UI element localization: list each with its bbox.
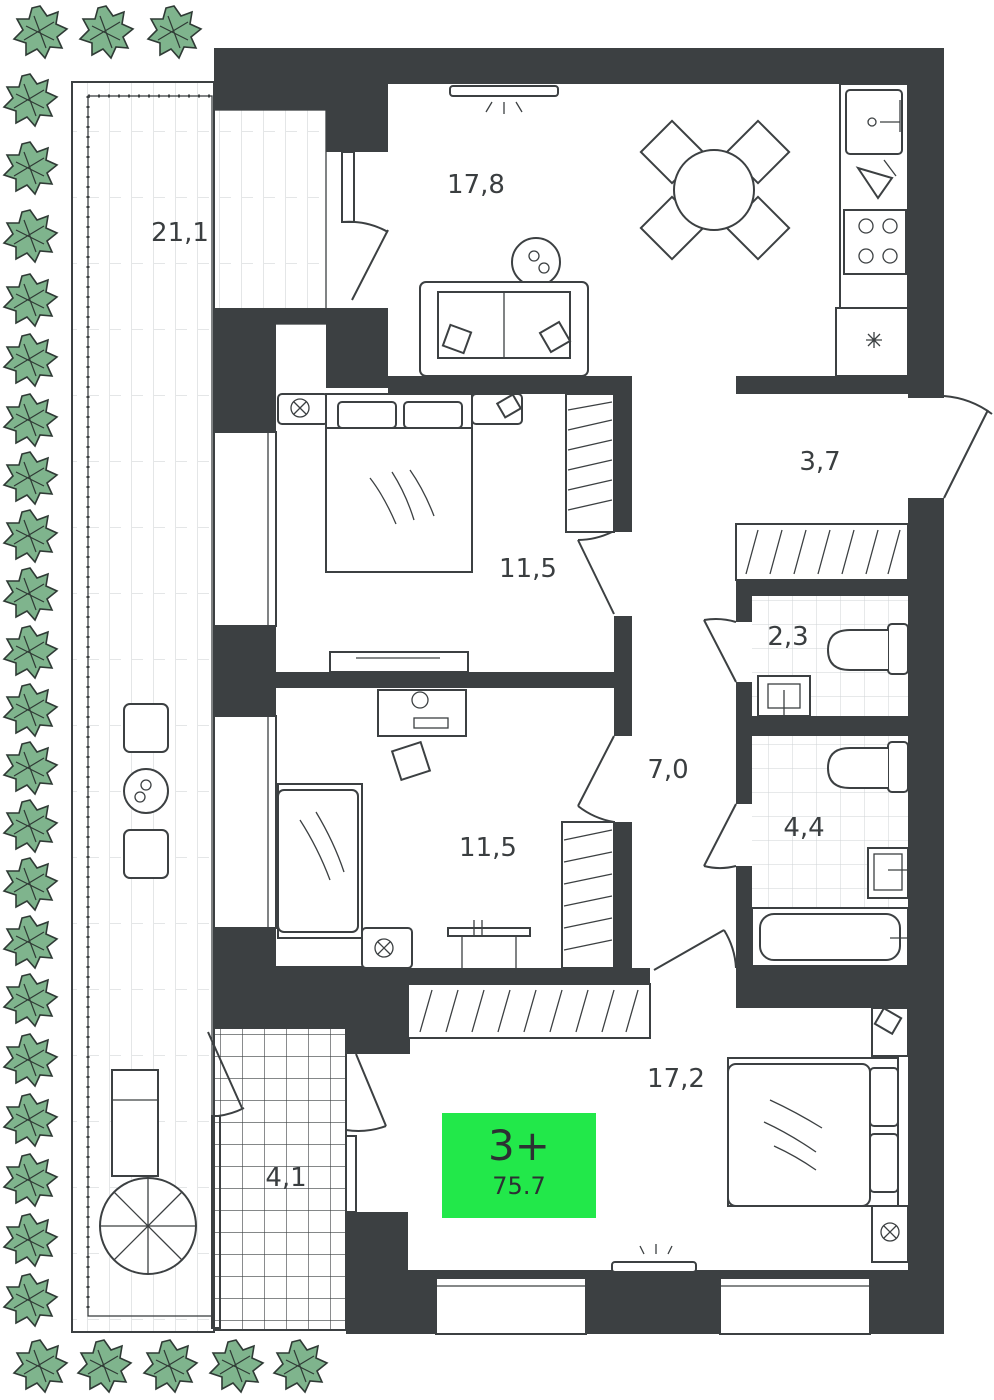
sink-icon bbox=[845, 89, 903, 155]
wardrobe-icon bbox=[735, 523, 909, 581]
tree-icon bbox=[3, 1093, 58, 1147]
tree-icon bbox=[13, 1339, 68, 1393]
tree-icon bbox=[3, 333, 58, 387]
toilet-icon bbox=[826, 623, 909, 675]
tree-icon bbox=[3, 1273, 58, 1327]
apartment-badge: 3+ 75.7 bbox=[442, 1113, 596, 1218]
tree-icon bbox=[3, 1153, 58, 1207]
round-table-icon bbox=[123, 768, 169, 814]
area-label-wc: 2,3 bbox=[767, 622, 808, 652]
chair-icon bbox=[390, 740, 432, 782]
tree-icon bbox=[209, 1339, 264, 1393]
windows bbox=[213, 151, 871, 1335]
nightstand-icon bbox=[361, 927, 413, 969]
lounger-icon bbox=[111, 1069, 159, 1177]
tv-icon bbox=[329, 651, 469, 673]
tree-icon bbox=[3, 915, 58, 969]
wardrobe-icon bbox=[407, 983, 651, 1039]
tree-icon bbox=[3, 973, 58, 1027]
bathtub-icon bbox=[751, 907, 909, 967]
tree-icon bbox=[3, 393, 58, 447]
nightstand-icon bbox=[871, 1205, 909, 1263]
area-label-bedroom-2: 11,5 bbox=[459, 833, 517, 863]
walls bbox=[214, 48, 944, 1334]
tree-icon bbox=[3, 273, 58, 327]
chair-icon bbox=[123, 703, 169, 753]
area-label-corridor: 7,0 bbox=[647, 755, 688, 785]
tree-icon bbox=[3, 1033, 58, 1087]
nightstand-icon bbox=[277, 393, 329, 425]
tree-icon bbox=[3, 73, 58, 127]
area-label-master-bedroom: 17,2 bbox=[647, 1064, 705, 1094]
sofa-icon bbox=[419, 281, 589, 377]
toilet-icon bbox=[826, 741, 909, 793]
bed-icon bbox=[727, 1057, 899, 1207]
area-label-hallway: 3,7 bbox=[799, 447, 840, 477]
ac-unit-icon bbox=[449, 85, 559, 97]
tree-icon bbox=[3, 1213, 58, 1267]
dining-table-icon bbox=[639, 119, 791, 261]
tree-icon bbox=[3, 683, 58, 737]
bathroom-furniture bbox=[751, 741, 909, 967]
tree-icon bbox=[79, 5, 134, 59]
tree-icon bbox=[3, 625, 58, 679]
tree-icon bbox=[3, 209, 58, 263]
badge-total-area: 75.7 bbox=[492, 1172, 545, 1200]
kitchen-furniture bbox=[419, 83, 909, 377]
wardrobe-icon bbox=[561, 821, 615, 969]
doors bbox=[207, 220, 993, 1132]
bed-icon bbox=[325, 393, 473, 573]
tree-icon bbox=[3, 799, 58, 853]
desk-icon bbox=[377, 689, 467, 737]
chair-icon bbox=[123, 829, 169, 879]
bed-icon bbox=[277, 783, 363, 939]
tree-icon bbox=[3, 567, 58, 621]
terrace bbox=[71, 81, 327, 1333]
master-bedroom-furniture bbox=[611, 1006, 909, 1273]
badge-room-count: 3+ bbox=[488, 1121, 550, 1170]
table-icon bbox=[447, 927, 531, 937]
area-label-bedroom-1: 11,5 bbox=[499, 554, 557, 584]
tree-icon bbox=[3, 741, 58, 795]
dishwasher-icon bbox=[855, 166, 894, 200]
area-label-terrace: 21,1 bbox=[151, 218, 209, 248]
area-label-bathroom: 4,4 bbox=[783, 813, 824, 843]
bedroom-1-furniture bbox=[277, 393, 615, 673]
bedroom-2-furniture bbox=[277, 689, 615, 969]
coffee-table-icon bbox=[511, 237, 561, 287]
tv-icon bbox=[611, 1261, 697, 1273]
tree-icon bbox=[3, 141, 58, 195]
tree-icon bbox=[13, 5, 68, 59]
tree-icon bbox=[3, 857, 58, 911]
tree-icon bbox=[3, 509, 58, 563]
stove-icon bbox=[843, 209, 907, 275]
badge-background bbox=[442, 1113, 596, 1218]
tree-icon bbox=[3, 451, 58, 505]
wardrobe-icon bbox=[565, 393, 615, 533]
tree-icon bbox=[273, 1339, 328, 1393]
tree-icon bbox=[77, 1339, 132, 1393]
wc-furniture bbox=[757, 623, 909, 717]
tree-icon bbox=[147, 5, 202, 59]
area-label-balcony: 4,1 bbox=[265, 1163, 306, 1193]
area-label-kitchen: 17,8 bbox=[447, 170, 505, 200]
tree-icon bbox=[143, 1339, 198, 1393]
